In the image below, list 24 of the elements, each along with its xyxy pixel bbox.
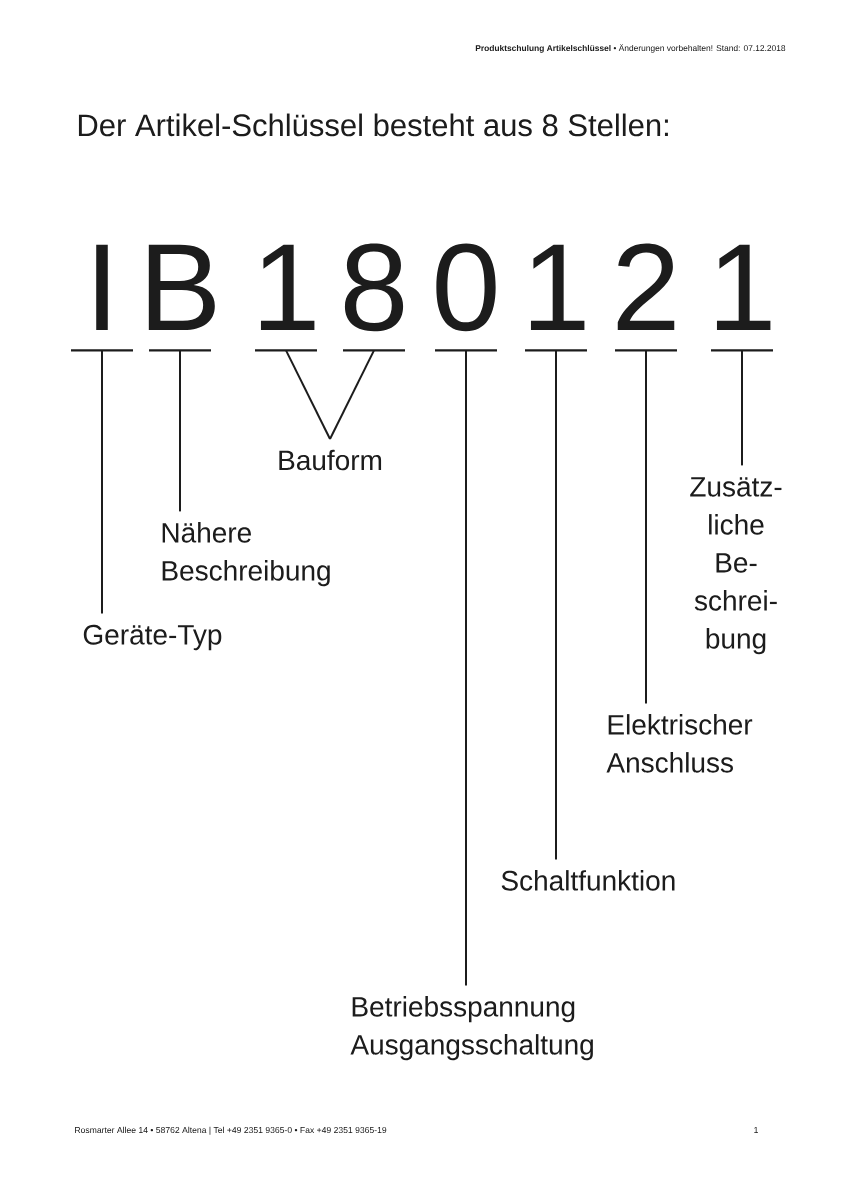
leader-line (645, 349, 647, 705)
code-character: I (71, 244, 133, 352)
code-character: 2 (615, 243, 677, 352)
leader-line (555, 349, 557, 861)
callout-label: Geräte-Typ (83, 624, 222, 651)
code-character: 1 (525, 244, 587, 352)
code-character: 0 (435, 243, 497, 352)
leader-line (329, 349, 375, 440)
leader-line (465, 349, 467, 987)
code-character: B (148, 244, 215, 352)
leader-line (741, 349, 743, 467)
leader-line (101, 349, 103, 615)
code-character: 1 (255, 244, 317, 352)
callout-label: Zusätz- liche Be- schrei- bung (690, 477, 782, 655)
leader-line (285, 349, 331, 440)
callout-label: Betriebsspannung Ausgangsschaltung (350, 996, 593, 1061)
title: Der Artikel-Schlüssel besteht aus 8 Stellen: (78, 113, 668, 137)
callout-label: Bauform (279, 449, 382, 471)
callout-label: Nähere Beschreibung (162, 522, 330, 587)
callout-label: Schaltfunktion (501, 870, 675, 891)
code-character: 1 (711, 244, 773, 352)
code-character: 8 (343, 243, 405, 352)
leader-line (179, 349, 181, 513)
callout-label: Elektrischer Anschluss (606, 714, 753, 773)
